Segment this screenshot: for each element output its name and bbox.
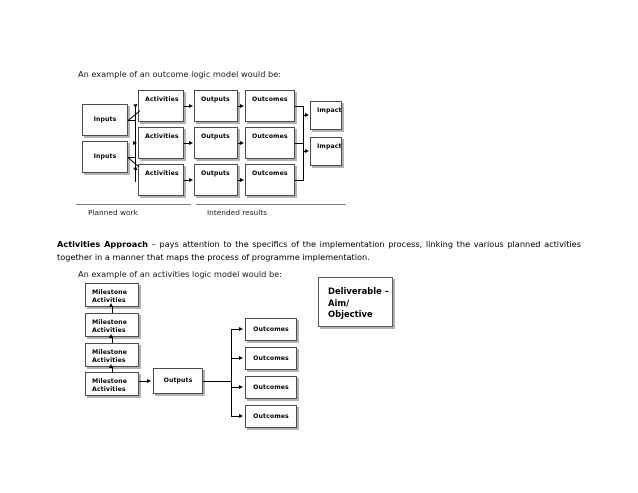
connector-bus-oc2 xyxy=(231,358,241,359)
connector-ms4-outputs xyxy=(139,381,148,382)
connector-out3-oc3 xyxy=(238,180,241,181)
arrow-to-impact-2 xyxy=(305,148,309,153)
connector-ms3-ms2 xyxy=(112,337,113,343)
connector-act2-out2 xyxy=(184,143,190,144)
box-outputs-2[interactable]: Outputs xyxy=(194,127,238,159)
box-impact-1-label: Impact xyxy=(317,107,342,114)
box-outputs-3[interactable]: Outputs xyxy=(194,164,238,196)
paragraph-body: – pays attention to the specifics of the… xyxy=(57,239,581,262)
connector-ms4-ms3 xyxy=(112,367,113,372)
box-activities-outputs[interactable]: Outputs xyxy=(153,368,203,394)
arrow-bus-outcomes-3 xyxy=(239,384,243,389)
paragraph-lead: Activities Approach xyxy=(57,239,149,249)
box-outcomes-2[interactable]: Outcomes xyxy=(245,127,295,159)
box-activities-outcomes-2[interactable]: Outcomes xyxy=(245,347,297,370)
box-activities-outcomes-2-label: Outcomes xyxy=(253,354,289,362)
arrow-up-ms2-ms1 xyxy=(109,303,114,307)
box-milestone-activities-3[interactable]: Milestone Activities xyxy=(85,343,139,367)
arrow-to-activities-2 xyxy=(133,140,137,145)
connector-oc3-bus xyxy=(295,180,304,181)
box-activities-outcomes-4-label: Outcomes xyxy=(253,412,289,420)
arrow-out1-oc1 xyxy=(240,103,244,108)
box-outcomes-1-label: Outcomes xyxy=(252,96,288,103)
connector-bus-oc1 xyxy=(231,329,241,330)
box-activities-outcomes-1[interactable]: Outcomes xyxy=(245,318,297,341)
connector-bus-oc3 xyxy=(231,387,241,388)
connector-inputs2-stub xyxy=(128,157,136,158)
box-deliverable-label: Deliverable – Aim/ Objective xyxy=(328,286,389,319)
arrow-up-ms3-ms2 xyxy=(109,333,114,338)
box-activities-outcomes-3-label: Outcomes xyxy=(253,383,289,391)
arrow-up-ms4-ms3 xyxy=(109,363,114,368)
box-inputs-1[interactable]: Inputs xyxy=(82,104,128,136)
arrow-bus-outcomes-4 xyxy=(239,413,243,418)
rule-planned-work xyxy=(76,204,191,205)
arrow-bus-outcomes-2 xyxy=(239,355,243,360)
connector-inputs1-stub xyxy=(128,120,136,121)
box-milestone-activities-4[interactable]: Milestone Activities xyxy=(85,372,139,396)
box-inputs-1-label: Inputs xyxy=(93,116,117,124)
box-outputs-2-label: Outputs xyxy=(201,133,230,140)
label-planned-work: Planned work xyxy=(88,208,138,217)
box-activities-outcomes-3[interactable]: Outcomes xyxy=(245,376,297,399)
connector-impact-bus xyxy=(303,106,304,181)
box-activities-outcomes-1-label: Outcomes xyxy=(253,325,289,333)
arrow-act3-out3 xyxy=(189,177,193,182)
paragraph-activities-approach: Activities Approach – pays attention to … xyxy=(57,238,581,264)
box-activities-1-label: Activities xyxy=(145,96,179,103)
box-activities-1[interactable]: Activities xyxy=(138,90,184,122)
arrow-ms4-outputs xyxy=(147,378,151,383)
connector-oc1-bus xyxy=(295,106,304,107)
connector-act3-out3 xyxy=(184,180,190,181)
connector-out2-oc2 xyxy=(238,143,241,144)
box-milestone-activities-3-label: Milestone Activities xyxy=(92,349,127,364)
connector-act1-out1 xyxy=(184,106,190,107)
box-activities-2-label: Activities xyxy=(145,133,179,140)
arrow-act2-out2 xyxy=(189,140,193,145)
box-impact-2[interactable]: Impact xyxy=(310,137,342,166)
box-outcomes-3-label: Outcomes xyxy=(252,170,288,177)
box-activities-outcomes-4[interactable]: Outcomes xyxy=(245,405,297,428)
connector-outcomes-bus xyxy=(231,329,232,417)
connector-oc2-bus xyxy=(295,143,304,144)
box-outcomes-2-label: Outcomes xyxy=(252,133,288,140)
label-intended-results: Intended results xyxy=(207,208,268,217)
box-milestone-activities-2[interactable]: Milestone Activities xyxy=(85,313,139,337)
box-outputs-1[interactable]: Outputs xyxy=(194,90,238,122)
arrow-act1-out1 xyxy=(189,103,193,108)
box-milestone-activities-4-label: Milestone Activities xyxy=(92,378,127,393)
box-outputs-3-label: Outputs xyxy=(201,170,230,177)
connector-outputs-bus xyxy=(203,381,232,382)
box-activities-outputs-label: Outputs xyxy=(163,377,193,385)
connector-ms2-ms1 xyxy=(112,307,113,313)
box-activities-3-label: Activities xyxy=(145,170,179,177)
box-milestone-activities-1-label: Milestone Activities xyxy=(92,289,127,304)
box-impact-2-label: Impact xyxy=(317,143,342,150)
box-outcomes-3[interactable]: Outcomes xyxy=(245,164,295,196)
box-deliverable-aim-objective[interactable]: Deliverable – Aim/ Objective xyxy=(318,277,393,327)
rule-intended-results xyxy=(196,204,346,205)
arrow-out3-oc3 xyxy=(240,177,244,182)
arrow-bus-outcomes-1 xyxy=(239,326,243,331)
connector-bus-oc4 xyxy=(231,416,241,417)
box-inputs-2-label: Inputs xyxy=(93,153,117,161)
box-outcomes-1[interactable]: Outcomes xyxy=(245,90,295,122)
box-inputs-2[interactable]: Inputs xyxy=(82,141,128,173)
arrow-to-impact-1 xyxy=(305,112,309,117)
intro-text-activities-model: An example of an activities logic model … xyxy=(78,269,282,279)
box-impact-1[interactable]: Impact xyxy=(310,101,342,130)
box-milestone-activities-2-label: Milestone Activities xyxy=(92,319,127,334)
box-activities-3[interactable]: Activities xyxy=(138,164,184,196)
connector-out1-oc1 xyxy=(238,106,241,107)
box-activities-2[interactable]: Activities xyxy=(138,127,184,159)
arrow-out2-oc2 xyxy=(240,140,244,145)
box-outputs-1-label: Outputs xyxy=(201,96,230,103)
intro-text-outcome-model: An example of an outcome logic model wou… xyxy=(78,69,281,79)
